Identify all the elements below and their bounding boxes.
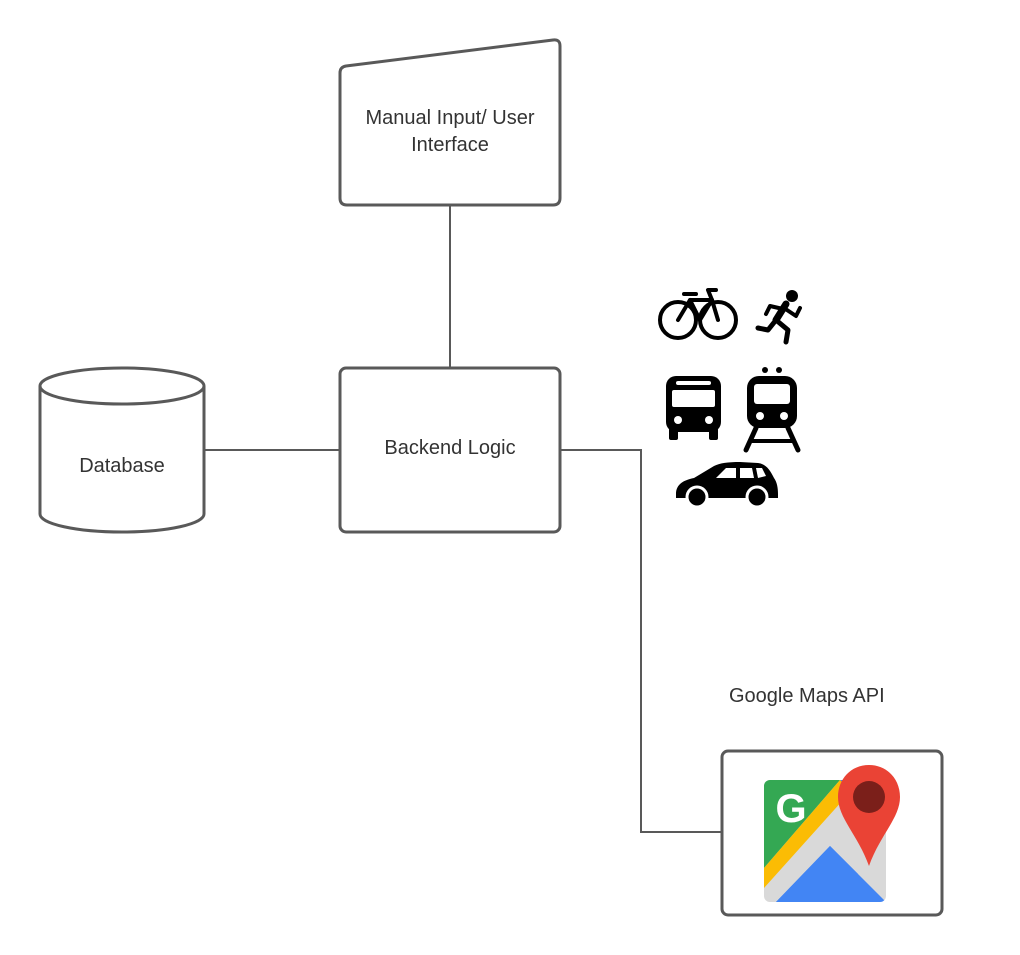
car-icon xyxy=(676,462,778,509)
google-maps-icon: G xyxy=(764,765,900,902)
maps-pin xyxy=(838,765,900,866)
database-node-label: Database xyxy=(79,454,165,477)
node-backend-shape[interactable] xyxy=(338,366,562,534)
ui-node-label: Manual Input/ User Interface xyxy=(365,107,535,156)
maps-g-letter: G xyxy=(775,787,806,831)
train-icon xyxy=(743,367,801,453)
bus-icon xyxy=(666,376,721,440)
bicycle-icon xyxy=(658,288,738,340)
backend-node-label: Backend Logic xyxy=(384,436,516,459)
running-person-icon xyxy=(755,290,802,345)
edge-backend-maps xyxy=(560,449,722,833)
maps-api-label: Google Maps API xyxy=(729,685,885,707)
node-database-shape[interactable] xyxy=(38,366,206,534)
node-ui-shape[interactable] xyxy=(338,38,562,207)
